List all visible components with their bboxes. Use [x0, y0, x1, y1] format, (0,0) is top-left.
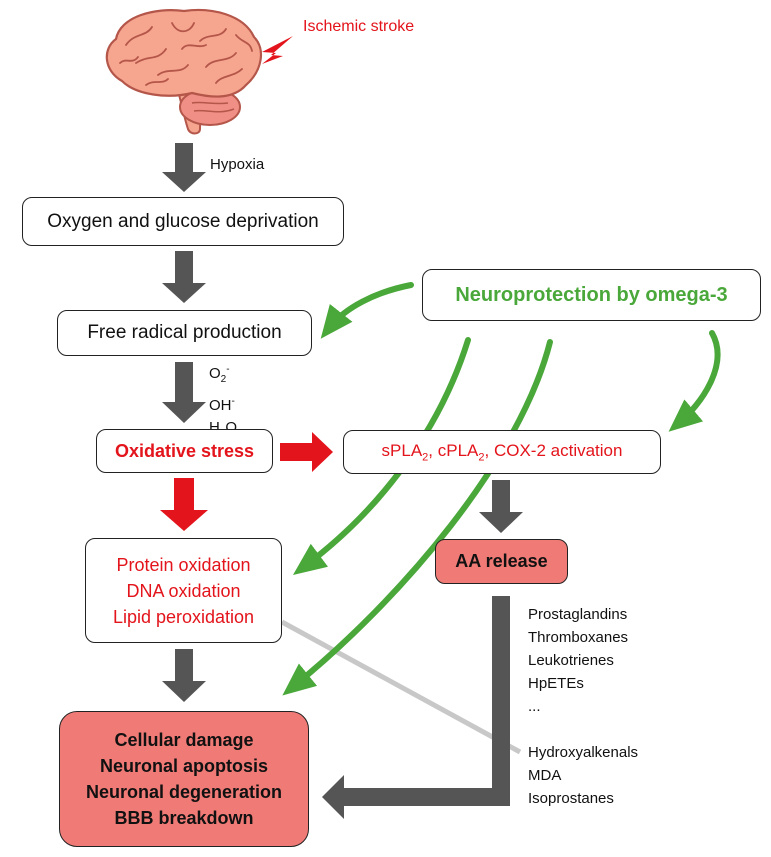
- eicosanoid-item: ...: [528, 698, 541, 715]
- aa-release-text: AA release: [455, 551, 548, 571]
- omega3-neuroprotection-box: Neuroprotection by omega-3: [422, 269, 761, 321]
- brain-icon: [105, 8, 263, 135]
- lipid-peroxidation-text: Lipid peroxidation: [112, 606, 255, 627]
- free-radical-text: Free radical production: [87, 322, 282, 343]
- aa-release-box: AA release: [435, 539, 568, 584]
- stress-to-oxidation-arrow: [160, 478, 208, 531]
- protein-oxidation-text: Protein oxidation: [116, 554, 251, 575]
- peroxidation-link-line: [280, 619, 522, 755]
- pla2-text: sPLA2, cPLA2, COX-2 activation: [381, 440, 623, 464]
- pla2-cox2-activation-box: sPLA2, cPLA2, COX-2 activation: [343, 430, 661, 474]
- stress-to-pla2-arrow: [280, 432, 333, 472]
- omega3-to-radical-arrow: [320, 282, 414, 339]
- eicosanoid-item: Prostaglandins: [528, 606, 628, 623]
- bbb-breakdown-text: BBB breakdown: [114, 808, 254, 828]
- cellular-damage-text: Cellular damage: [114, 730, 254, 750]
- oxidative-stress-text: Oxidative stress: [114, 440, 255, 461]
- radical-to-stress-arrow: [162, 362, 206, 423]
- macromolecule-oxidation-box: Protein oxidation DNA oxidation Lipid pe…: [85, 538, 282, 643]
- peroxidation-product-item: Isoprostanes: [528, 790, 614, 807]
- hypoxia-label: Hypoxia: [210, 156, 265, 173]
- eicosanoid-item: Leukotrienes: [528, 652, 614, 669]
- eicosanoid-item: Thromboxanes: [528, 629, 629, 646]
- eicosanoid-list: Prostaglandins Thromboxanes Leukotrienes…: [528, 603, 628, 718]
- neuronal-apoptosis-text: Neuronal apoptosis: [99, 756, 269, 776]
- oxidative-stress-box: Oxidative stress: [96, 429, 273, 473]
- peroxidation-product-item: MDA: [528, 767, 562, 784]
- neuronal-degeneration-text: Neuronal degeneration: [85, 782, 283, 802]
- ogd-to-radical-arrow: [162, 251, 206, 303]
- peroxidation-product-item: Hydroxyalkenals: [528, 744, 639, 761]
- cellular-damage-box: Cellular damage Neuronal apoptosis Neuro…: [59, 711, 309, 847]
- pla2-to-aa-arrow: [479, 480, 523, 533]
- oxidation-to-damage-arrow: [162, 649, 206, 702]
- dna-oxidation-text: DNA oxidation: [126, 580, 241, 601]
- hydroxyl-label: OH-: [209, 396, 235, 414]
- ischemic-stroke-label: Ischemic stroke: [303, 18, 415, 35]
- omega3-to-pla2-arrow: [668, 330, 721, 432]
- eicosanoid-item: HpETEs: [528, 675, 584, 692]
- free-radical-production-box: Free radical production: [57, 310, 312, 356]
- omega3-text: Neuroprotection by omega-3: [455, 283, 728, 306]
- hypoxia-arrow: [162, 143, 206, 192]
- oxygen-glucose-deprivation-box: Oxygen and glucose deprivation: [22, 197, 344, 246]
- peroxidation-products-list: Hydroxyalkenals MDA Isoprostanes: [528, 741, 638, 810]
- superoxide-label: O2-: [209, 364, 230, 385]
- ogd-text: Oxygen and glucose deprivation: [47, 210, 319, 232]
- aa-to-damage-arrow: [322, 596, 510, 819]
- omega3-to-damage-arrow: [282, 339, 553, 696]
- lightning-icon: [262, 36, 293, 64]
